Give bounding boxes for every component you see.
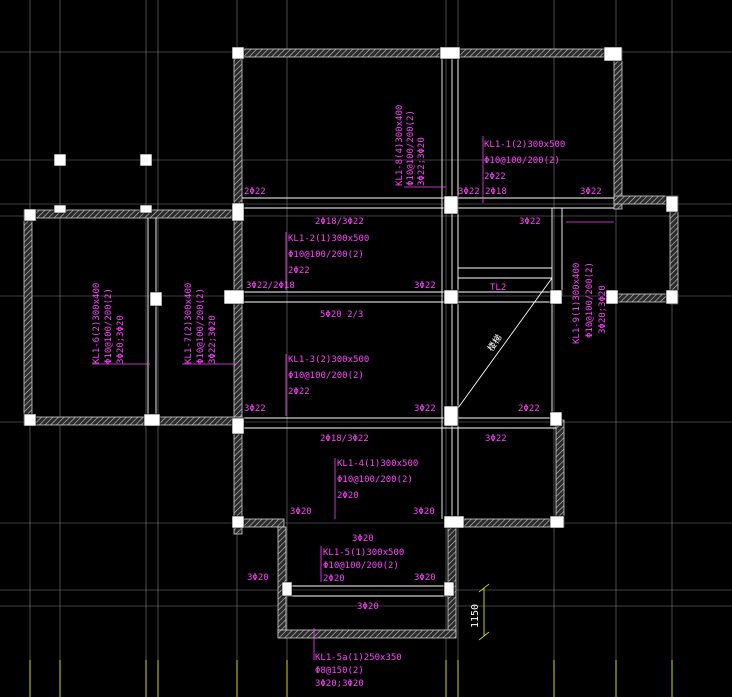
kl1-3-line2: Φ10@100/200(2) (288, 371, 364, 381)
rebar-label: 3Φ22 (519, 217, 541, 227)
kl1-7-line2: Φ10@100/200(2) (196, 288, 206, 364)
rebar-label: 3Φ20 (290, 507, 312, 517)
kl1-4-line3: 2Φ20 (337, 491, 359, 501)
rebar-label: 5Φ20 2/3 (320, 310, 363, 320)
beam-kl1-5: KL1-5(1)300x500 Φ10@100/200(2) 2Φ20 (323, 548, 404, 584)
rebar-label: 3Φ22 (244, 404, 266, 414)
kl1-1-line2: Φ10@100/200(2) (484, 156, 560, 166)
kl1-6-line1: KL1-6(2)300x400 (92, 283, 102, 364)
kl1-4-line1: KL1-4(1)300x500 (337, 459, 418, 469)
beam-kl1-2: KL1-2(1)300x500 Φ10@100/200(2) 2Φ22 (288, 234, 369, 276)
kl1-4-line2: Φ10@100/200(2) (337, 475, 413, 485)
rebar-label: 3Φ22 2Φ18 (458, 187, 507, 197)
kl1-3-line1: KL1-3(2)300x500 (288, 355, 369, 365)
kl1-9-line3: 3Φ20;3Φ20 (598, 285, 608, 334)
beam-kl1-3: KL1-3(2)300x500 Φ10@100/200(2) 2Φ22 (288, 355, 369, 397)
axis-marks (29, 660, 673, 697)
rebar-label: 2Φ18/3Φ22 (315, 217, 364, 227)
kl1-2-line1: KL1-2(1)300x500 (288, 234, 369, 244)
beam-kl1-7: KL1-7(2)300x400 Φ10@100/200(2) 3Φ22;3Φ20 (184, 283, 218, 364)
kl1-7-line1: KL1-7(2)300x400 (184, 283, 194, 364)
rebar-label: 3Φ20 (357, 602, 379, 612)
beam-lines (147, 57, 614, 597)
beam-kl1-4: KL1-4(1)300x500 Φ10@100/200(2) 2Φ20 (337, 459, 418, 501)
kl1-8-line1: KL1-8(4)300x400 (395, 105, 405, 186)
kl1-1-line3: 2Φ22 (484, 172, 506, 182)
kl1-6-line3: 3Φ20;3Φ20 (116, 315, 126, 364)
kl1-8-line2: Φ10@100/200(2) (406, 110, 416, 186)
kl1-9-line1: KL1-9(1)300x400 (572, 263, 582, 344)
beam-kl1-5a: KL1-5a(1)250x350 Φ8@150(2) 3Φ20;3Φ20 (315, 653, 402, 689)
rebar-label: 2Φ18/3Φ22 (320, 434, 369, 444)
beam-kl1-1: KL1-1(2)300x500 Φ10@100/200(2) 2Φ22 (484, 140, 565, 182)
kl1-2-line3: 2Φ22 (288, 266, 310, 276)
rebar-label: 3Φ20 (352, 534, 374, 544)
rebar-labels: 2Φ22 3Φ22 2Φ18 3Φ22 2Φ18/3Φ22 3Φ22 3Φ22/… (244, 187, 602, 612)
dimension-value: 1150 (470, 604, 481, 628)
kl1-5-line1: KL1-5(1)300x500 (323, 548, 404, 558)
kl1-5a-line1: KL1-5a(1)250x350 (315, 653, 402, 663)
rebar-label: 3Φ22 (414, 404, 436, 414)
rebar-label: 2Φ22 (518, 404, 540, 414)
kl1-6-line2: Φ10@100/200(2) (104, 288, 114, 364)
kl1-1-line1: KL1-1(2)300x500 (484, 140, 565, 150)
rebar-label: 3Φ22 (485, 434, 507, 444)
rebar-label: 3Φ20 (247, 573, 269, 583)
rebar-label: 3Φ22/2Φ18 (246, 281, 295, 291)
dimension-1150: 1150 (470, 583, 490, 641)
columns (23, 46, 679, 597)
beam-kl1-9: KL1-9(1)300x400 Φ10@100/200(2) 3Φ20;3Φ20 (572, 262, 608, 344)
rebar-label: 3Φ20 (414, 573, 436, 583)
rebar-label: TL2 (490, 283, 506, 293)
kl1-2-line2: Φ10@100/200(2) (288, 250, 364, 260)
rebar-label: 3Φ22 (414, 281, 436, 291)
beam-kl1-8: KL1-8(4)300x400 Φ10@100/200(2) 3Φ22;3Φ20 (395, 105, 427, 186)
leader-lines (92, 136, 614, 660)
kl1-5a-line2: Φ8@150(2) (315, 666, 364, 676)
kl1-7-line3: 3Φ22;3Φ20 (208, 315, 218, 364)
rebar-label: 3Φ22 (580, 187, 602, 197)
kl1-5a-line3: 3Φ20;3Φ20 (315, 679, 364, 689)
beam-kl1-6: KL1-6(2)300x400 Φ10@100/200(2) 3Φ20;3Φ20 (92, 283, 126, 364)
kl1-5-line2: Φ10@100/200(2) (323, 561, 399, 571)
kl1-5-line3: 2Φ20 (323, 574, 345, 584)
kl1-9-line2: Φ10@100/200(2) (585, 262, 595, 338)
rebar-label: 2Φ22 (244, 187, 266, 197)
rebar-label: 3Φ20 (413, 507, 435, 517)
kl1-3-line3: 2Φ22 (288, 387, 310, 397)
kl1-8-line3: 3Φ22;3Φ20 (417, 137, 427, 186)
